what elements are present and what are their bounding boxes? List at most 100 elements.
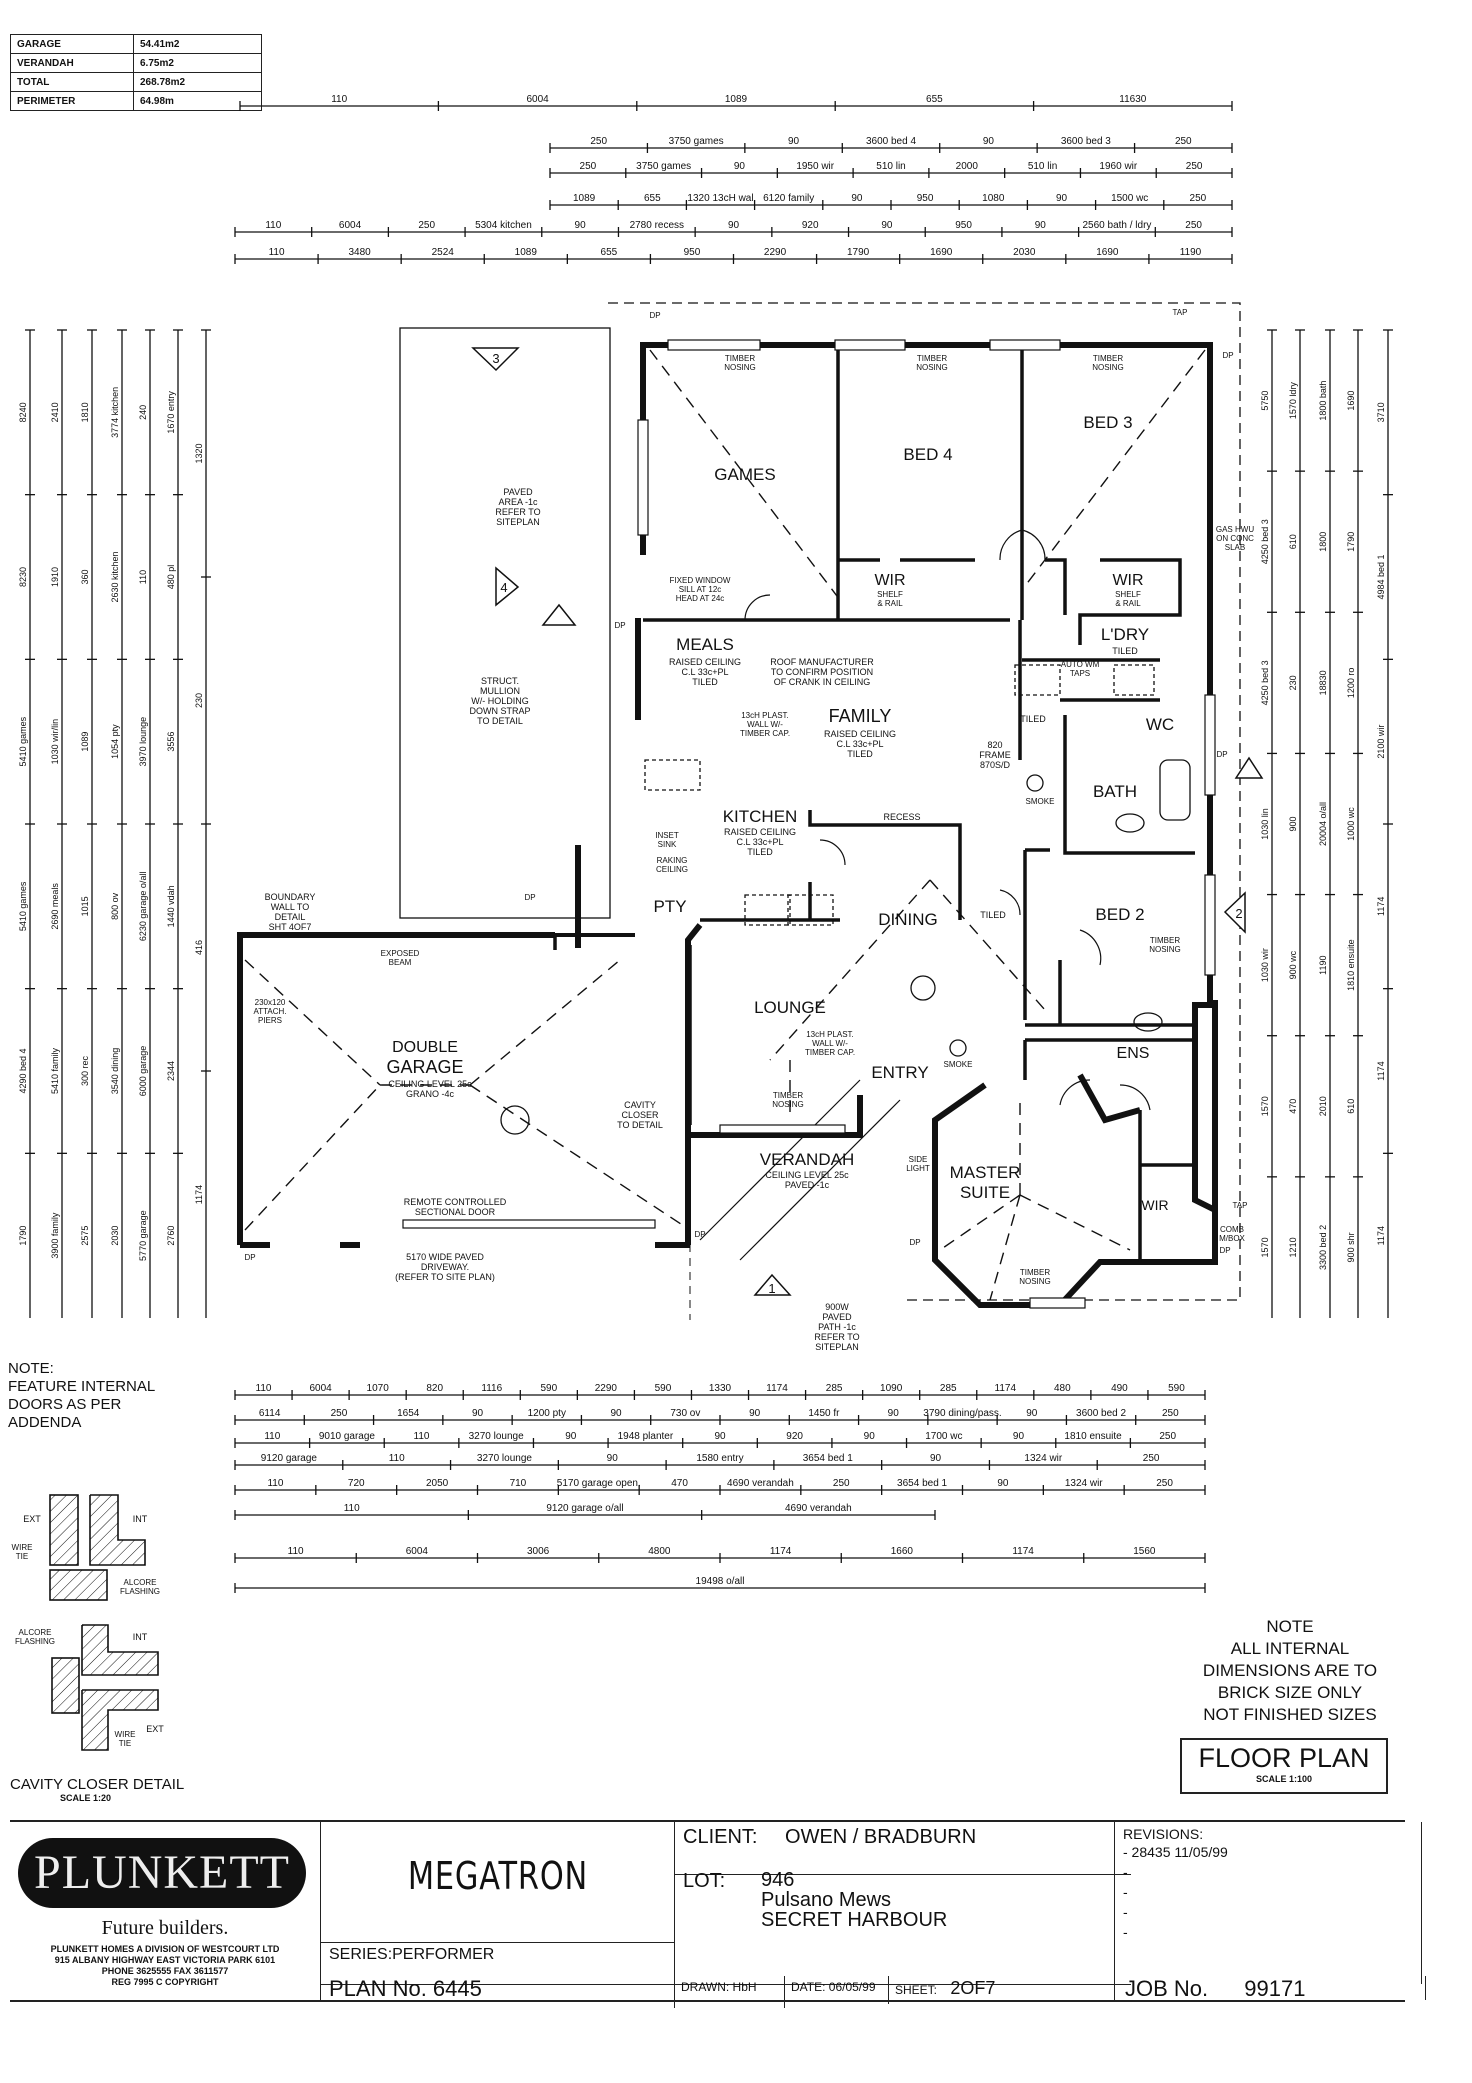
dimension-value: 90 [611,1408,623,1419]
revisions-label: REVISIONS: [1123,1826,1204,1842]
shelf-rail-note: SHELF [877,590,903,599]
dimension-value: 1080 [982,193,1005,204]
dimension-value: 1440 vdah [166,885,176,927]
cavity-alcore-label: FLASHING [15,1637,55,1646]
drawn-by-cell: DRAWN: HbH [674,1976,797,2008]
dimension-value: 1660 [891,1546,914,1557]
job-number-cell: JOB No. 99171 [1114,1976,1426,2001]
dimension-value: 6114 [259,1408,281,1419]
timber-nosing-note: NOSING [1019,1277,1051,1286]
dimension-value: 4250 bed 3 [1260,660,1270,705]
room-wir-master: WIR [1141,1197,1168,1213]
room-double-garage-line2: GARAGE [386,1057,463,1077]
dimension-value: 90 [851,193,863,204]
dimension-value: 1324 wir [1024,1453,1062,1464]
model-cell: MEGATRON [320,1822,675,1943]
dimension-value: 110 [267,1478,283,1489]
dimension-value: 1450 fr [808,1408,840,1419]
dimension-value: 590 [655,1383,672,1394]
dimension-value: 900 wc [1288,950,1298,979]
dimension-value: 1910 [50,567,60,587]
paved-area-note: AREA -1c [498,497,538,507]
auto-wm-taps-label: AUTO WM [1061,660,1100,669]
dimension-value: 285 [826,1383,843,1394]
section-marker-4 [495,566,520,607]
paved-area-note: SITEPLAN [496,517,540,527]
dimension-value: 950 [955,220,972,231]
dimension-value: 720 [348,1478,365,1489]
cavity-int-label: INT [133,1632,148,1642]
dimension-value: 3654 bed 1 [803,1453,853,1464]
dimension-value: 1174 [995,1383,1017,1394]
side-light-label: LIGHT [906,1164,930,1173]
section-marker-2-label: 2 [1235,906,1242,921]
dimension-value: 3480 [349,247,372,258]
dimension-value: 2630 kitchen [110,551,120,602]
dimension-value: 90 [888,1408,900,1419]
note-line: ALL INTERNAL [1230,1639,1350,1658]
dimension-value: 1690 [1096,247,1119,258]
dimension-value: 3006 [527,1546,550,1557]
address-line: 915 ALBANY HIGHWAY EAST VICTORIA PARK 61… [54,1955,276,1965]
dimension-value: 1570 ldry [1288,382,1298,420]
timber-nosing-note: NOSING [1092,363,1124,372]
garage-door-note: SECTIONAL DOOR [415,1207,496,1217]
timber-nosing-note: TIMBER [725,354,755,363]
drawing-title-box: FLOOR PLAN SCALE 1:100 [1180,1738,1388,1794]
cavity-closer-note: CAVITY [624,1100,656,1110]
dimension-value: 90 [930,1453,942,1464]
struct-mullion-note: TO DETAIL [477,716,523,726]
dimension-value: 2410 [50,402,60,422]
dimension-value: 1030 lin [1260,808,1270,840]
dimension-value: 1174 [770,1546,792,1557]
note-line: ADDENDA [8,1414,82,1431]
garage-ceiling-note: CEILING LEVEL 25c [388,1079,472,1089]
cavity-alcore-label: FLASHING [120,1587,160,1596]
dimension-value: 416 [194,940,204,955]
dimension-value: 2690 meals [50,883,60,930]
timber-nosing-note: TIMBER [1093,354,1123,363]
series-cell: SERIES:PERFORMER [320,1942,691,1985]
dimension-value: 2030 [110,1226,120,1246]
lot-number: 946 [761,1869,795,1891]
dimension-value: 1320 13cH wal [687,193,753,204]
shelf-rail-note: SHELF [1115,590,1141,599]
meals-ceiling-note: RAISED CEILING [669,657,741,667]
dimension-value: 90 [1026,1408,1038,1419]
downpipe-label: DP [244,1253,255,1262]
dimension-value: 110 [264,1431,280,1442]
dimension-value: 1330 [709,1383,732,1394]
dimension-value: 250 [1186,161,1203,172]
dimension-value: 5410 games [18,716,28,766]
dimension-value: 1174 [1012,1546,1034,1557]
dimension-value: 5410 games [18,881,28,931]
roof-note: TO CONFIRM POSITION [771,667,873,677]
dimension-value: 2344 [166,1061,176,1081]
note-line: DIMENSIONS ARE TO [1202,1661,1378,1680]
dimension-value: 1190 [1180,247,1202,258]
dimension-value: 3600 bed 3 [1061,136,1111,147]
dimension-value: 90 [788,136,800,147]
note-line: NOTE [1266,1617,1314,1636]
note-line: NOT FINISHED SIZES [1203,1705,1377,1724]
dimension-value: 655 [601,247,618,258]
dimension-lines [25,101,1393,1593]
interior-walls [553,345,1195,1262]
attach-piers-note: PIERS [258,1016,282,1025]
dimension-value: 2290 [595,1383,618,1394]
room-games: GAMES [714,465,775,484]
dimension-value: 4984 bed 1 [1376,554,1386,599]
dimension-value: 730 ov [670,1408,700,1419]
paved-path-note: PAVED [822,1312,852,1322]
job-number: 99171 [1244,1976,1306,2001]
cavity-wire-tie-label: TIE [119,1739,131,1748]
dimension-value: 3300 bed 2 [1318,1225,1328,1270]
dimension-value: 250 [1156,1478,1173,1489]
dimension-value: 1174 [1376,897,1386,916]
dimension-value: 90 [864,1431,876,1442]
dimension-value: 2780 recess [630,220,684,231]
